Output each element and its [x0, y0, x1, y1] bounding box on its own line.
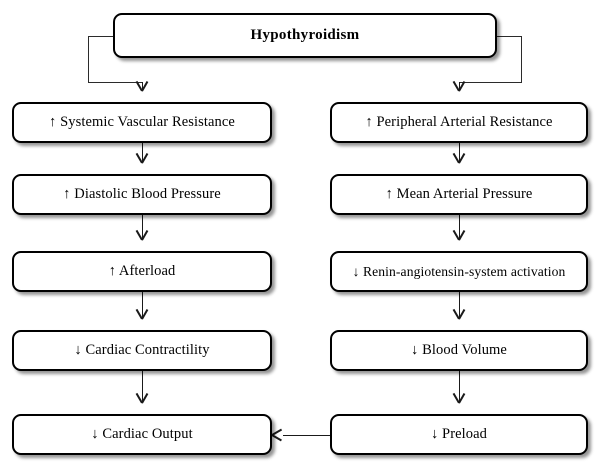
node-peripheral-arterial-resistance[interactable]: ↑ Peripheral Arterial Resistance — [330, 102, 588, 143]
node-preload-label: ↓ Preload — [430, 426, 488, 443]
connector-left-1-2 — [142, 143, 143, 163]
node-cardiac-contractility[interactable]: ↓ Cardiac Contractility — [12, 330, 272, 371]
node-diastolic-blood-pressure-label: ↑ Diastolic Blood Pressure — [63, 186, 221, 203]
node-systemic-vascular-resistance-label: ↑ Systemic Vascular Resistance — [49, 114, 235, 131]
connector-left-4-5 — [142, 371, 143, 403]
connector-left-3-4 — [142, 292, 143, 319]
node-diastolic-blood-pressure[interactable]: ↑ Diastolic Blood Pressure — [12, 174, 272, 215]
node-afterload[interactable]: ↑ Afterload — [12, 251, 272, 292]
node-blood-volume[interactable]: ↓ Blood Volume — [330, 330, 588, 371]
connector-title-left-horizontal — [88, 82, 142, 83]
connector-title-right-horizontal — [459, 82, 522, 83]
connector-title-left-vertical — [88, 36, 89, 82]
node-cardiac-contractility-label: ↓ Cardiac Contractility — [74, 342, 210, 359]
node-afterload-label: ↑ Afterload — [108, 263, 176, 280]
connector-title-right-stub — [497, 36, 522, 37]
connector-title-left-stub — [88, 36, 113, 37]
node-mean-arterial-pressure-label: ↑ Mean Arterial Pressure — [385, 186, 533, 203]
node-cardiac-output[interactable]: ↓ Cardiac Output — [12, 414, 272, 455]
node-blood-volume-label: ↓ Blood Volume — [411, 342, 507, 359]
node-cardiac-output-label: ↓ Cardiac Output — [91, 426, 193, 443]
connector-right-2-3 — [459, 215, 460, 240]
connector-right-4-5 — [459, 371, 460, 403]
connector-left-2-3 — [142, 215, 143, 240]
node-hypothyroidism-label: Hypothyroidism — [250, 26, 360, 43]
node-mean-arterial-pressure[interactable]: ↑ Mean Arterial Pressure — [330, 174, 588, 215]
node-hypothyroidism[interactable]: Hypothyroidism — [113, 13, 497, 58]
node-renin-angiotensin-system-activation-label: ↓ Renin-angiotensin-system activation — [352, 263, 566, 279]
node-peripheral-arterial-resistance-label: ↑ Peripheral Arterial Resistance — [365, 114, 553, 131]
connector-right-1-2 — [459, 143, 460, 163]
connector-right-3-4 — [459, 292, 460, 319]
node-preload[interactable]: ↓ Preload — [330, 414, 588, 455]
node-systemic-vascular-resistance[interactable]: ↑ Systemic Vascular Resistance — [12, 102, 272, 143]
node-renin-angiotensin-system-activation[interactable]: ↓ Renin-angiotensin-system activation — [330, 251, 588, 292]
connector-title-right-vertical — [521, 36, 522, 82]
connector-preload-to-cardiac-output — [283, 434, 330, 436]
